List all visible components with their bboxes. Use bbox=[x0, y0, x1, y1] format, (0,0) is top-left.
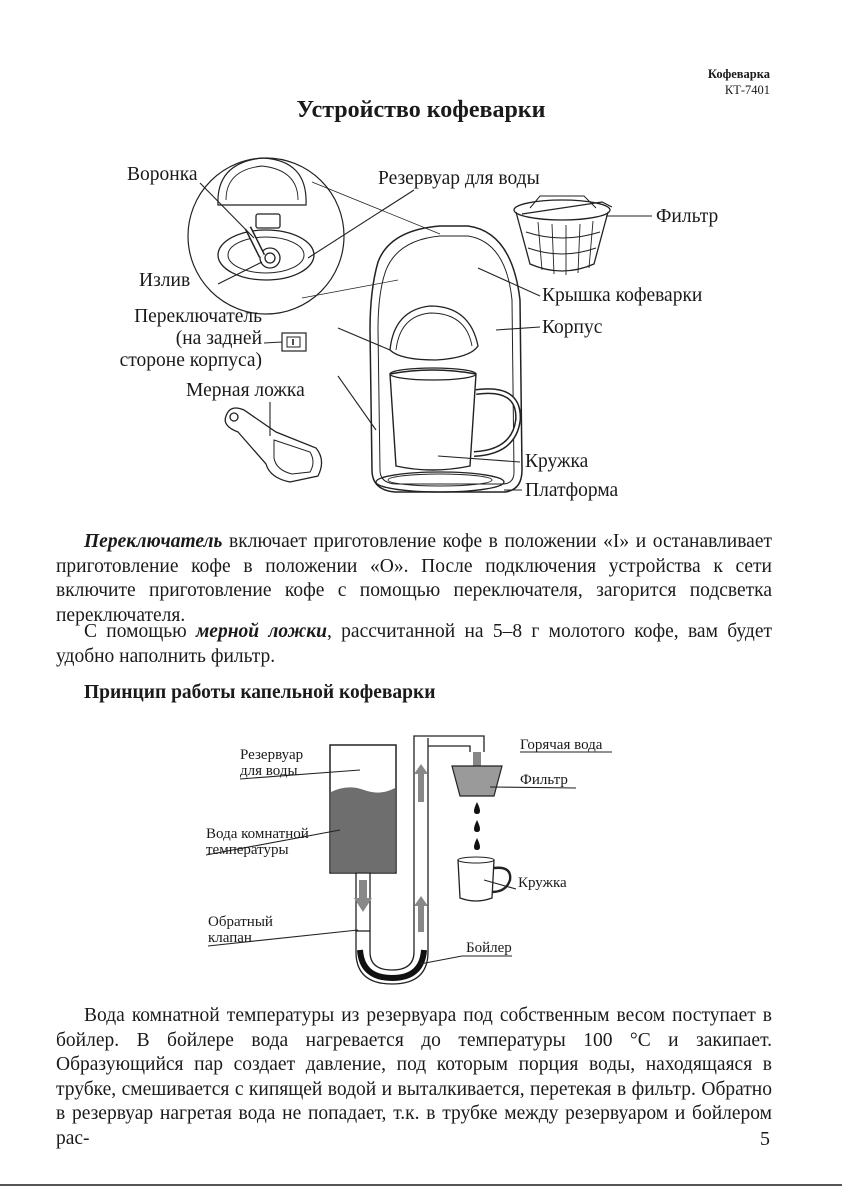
diagram-label-reservoir: Резервуар для воды bbox=[240, 747, 303, 779]
label-funnel: Воронка bbox=[127, 164, 198, 185]
label-switch-line2: (на задней bbox=[175, 328, 262, 349]
page-header: Кофеварка КТ-7401 bbox=[708, 66, 770, 98]
diagram-label-water-l2: температуры bbox=[206, 842, 289, 858]
header-product: Кофеварка bbox=[707, 67, 770, 81]
label-filter: Фильтр bbox=[656, 206, 719, 227]
page-number: 5 bbox=[760, 1128, 770, 1150]
paragraph-principle-text: Вода комнатной температуры из резервуара… bbox=[56, 1005, 772, 1149]
paragraph-switch-text: включает приготовление кофе в положении … bbox=[56, 531, 772, 626]
filter-cone bbox=[451, 765, 503, 797]
diagram-label-water: Вода комнатной температуры bbox=[206, 826, 309, 858]
diagram-label-boiler: Бойлер bbox=[466, 940, 512, 956]
paragraph-scoop-after: , рассчитанной на 5–8 г молотого кофе, в… bbox=[56, 621, 772, 667]
label-reservoir: Резервуар для воды bbox=[378, 168, 540, 189]
label-mug: Кружка bbox=[525, 451, 589, 472]
page-title: Устройство кофеварки bbox=[296, 97, 546, 123]
diagram-label-mug: Кружка bbox=[518, 875, 567, 891]
label-body: Корпус bbox=[542, 317, 603, 338]
platform bbox=[375, 471, 505, 493]
section-heading: Принцип работы капельной кофеварки bbox=[84, 682, 436, 703]
term-scoop: мерной ложки bbox=[195, 621, 327, 642]
diagram-label-filter: Фильтр bbox=[520, 772, 568, 788]
paragraph-principle: Вода комнатной температуры из резервуара… bbox=[56, 1004, 772, 1152]
label-platform: Платформа bbox=[525, 480, 619, 501]
mug bbox=[389, 369, 477, 471]
diagram-label-reservoir-l2: для воды bbox=[240, 763, 298, 779]
label-switch-line1: Переключатель bbox=[134, 306, 262, 327]
diagram-label-water-l1: Вода комнатной bbox=[206, 826, 309, 842]
filter-basket bbox=[513, 195, 613, 275]
diagram-label-hot-water: Горячая вода bbox=[520, 737, 603, 753]
header-model: КТ-7401 bbox=[724, 83, 770, 97]
label-switch-line3: стороне корпуса) bbox=[119, 350, 262, 371]
bottom-rule bbox=[0, 1184, 842, 1186]
paragraph-switch: Переключатель включает приготовление коф… bbox=[56, 530, 772, 628]
paragraph-scoop-before: С помощью bbox=[84, 621, 196, 642]
diagram-mug bbox=[457, 859, 495, 902]
diagram-label-valve-l2: клапан bbox=[208, 930, 252, 946]
label-lid: Крышка кофеварки bbox=[542, 285, 703, 306]
term-switch: Переключатель bbox=[84, 531, 223, 552]
label-scoop: Мерная ложка bbox=[186, 380, 305, 401]
scoop-icon bbox=[224, 407, 323, 483]
diagram-label-valve: Обратный клапан bbox=[208, 914, 273, 946]
paragraph-scoop: С помощью мерной ложки, рассчитанной на … bbox=[56, 620, 772, 669]
label-spout: Излив bbox=[139, 270, 191, 291]
diagram-label-reservoir-l1: Резервуар bbox=[240, 747, 304, 763]
diagram-label-valve-l1: Обратный bbox=[208, 914, 273, 930]
machine-body bbox=[369, 225, 523, 493]
label-switch: Переключатель (на задней стороне корпуса… bbox=[120, 306, 262, 372]
